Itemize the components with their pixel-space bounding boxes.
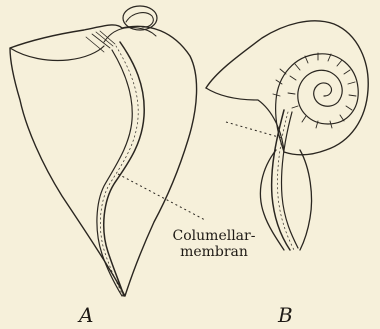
shell-a-columella-dots [100, 46, 138, 296]
label-line-1: Columellar- [158, 228, 270, 244]
shell-b-columella-inner [281, 112, 298, 248]
leader-line-b [226, 122, 282, 138]
shell-b-spiral [276, 54, 359, 152]
shell-b-aperture [206, 88, 284, 152]
figure-letter-a: A [79, 303, 93, 327]
shell-a-spire-whorl [126, 13, 153, 27]
shell-a-suture [104, 28, 156, 42]
shell-a-columella-inner [97, 50, 132, 296]
figure-letter-b: B [278, 303, 293, 327]
shell-b [206, 21, 368, 250]
leader-line-a [118, 174, 205, 220]
shell-a-lip [10, 46, 104, 61]
label-line-2: membran [158, 244, 270, 260]
columellar-membrane-label: Columellar- membran [158, 228, 270, 260]
shell-b-membrane-right [300, 150, 312, 250]
